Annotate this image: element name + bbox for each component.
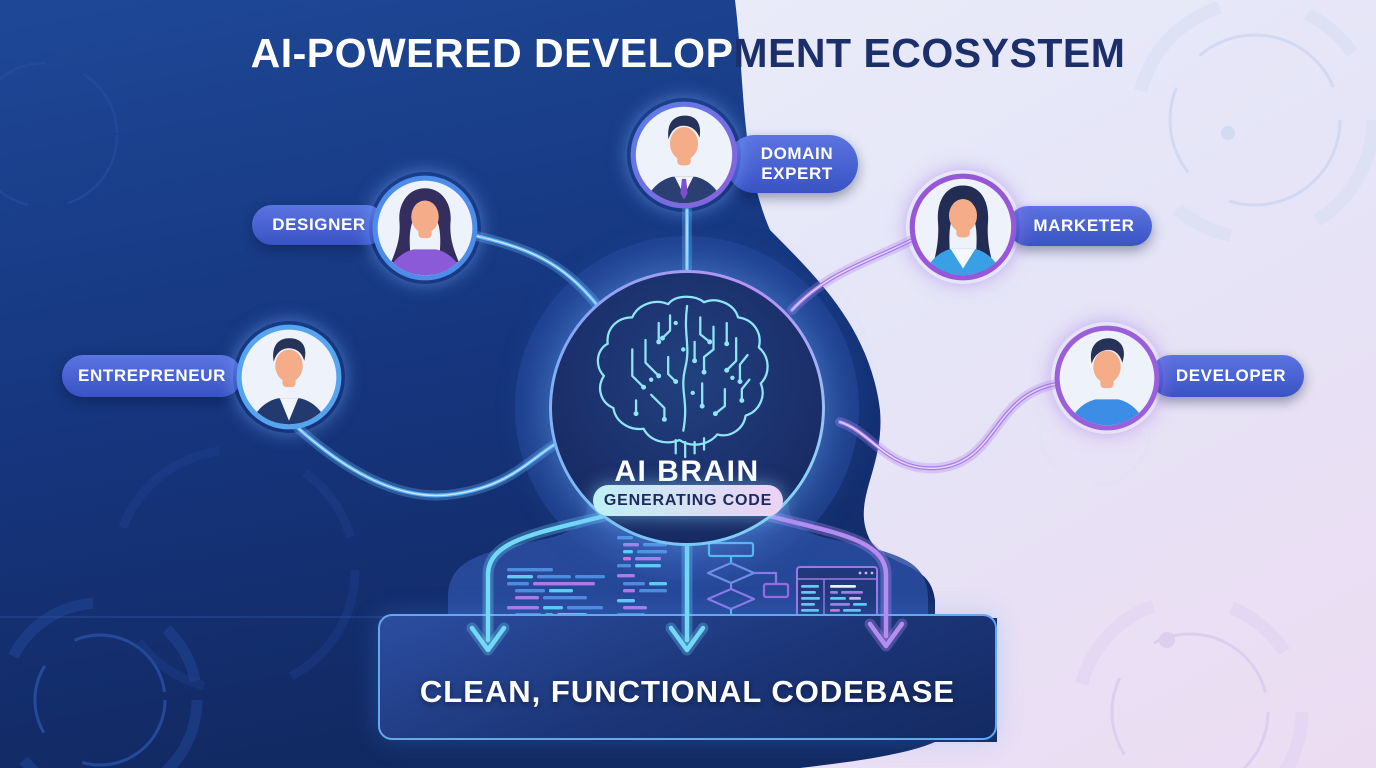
entrepreneur-avatar-icon (236, 324, 342, 430)
label-pill-domain-expert: DOMAIN EXPERT (726, 135, 858, 193)
generating-code-label: GENERATING CODE (603, 491, 773, 509)
marketer-label: MARKETER (1033, 216, 1135, 236)
domain-expert-label: DOMAIN EXPERT (760, 144, 834, 183)
entrepreneur-label: ENTREPRENEUR (78, 366, 226, 386)
page-title: AI-POWERED DEVELOPMENT ECOSYSTEM AI-POWE… (0, 30, 1376, 80)
developer-avatar-icon (1054, 325, 1160, 431)
domain-expert-avatar (627, 98, 741, 212)
marketer-avatar (906, 170, 1020, 284)
designer-label: DESIGNER (272, 215, 366, 235)
marketer-avatar-icon (909, 173, 1017, 281)
label-pill-developer: DEVELOPER (1150, 355, 1304, 397)
designer-avatar (369, 172, 481, 284)
page-title-light-layer: AI-POWERED DEVELOPMENT ECOSYSTEM (250, 30, 1126, 76)
domain-expert-avatar-icon (630, 101, 738, 209)
designer-avatar-icon (372, 175, 478, 281)
codebase-output-box: CLEAN, FUNCTIONAL CODEBASE (378, 614, 997, 740)
label-pill-designer: DESIGNER (252, 205, 386, 245)
entrepreneur-avatar (233, 321, 345, 433)
page-title-dark-layer: AI-POWERED DEVELOPMENT ECOSYSTEM (250, 30, 1126, 76)
circuit-brain-icon (596, 295, 769, 459)
label-pill-entrepreneur: ENTREPRENEUR (62, 355, 242, 397)
codebase-label: CLEAN, FUNCTIONAL CODEBASE (419, 674, 956, 709)
generating-code-badge: GENERATING CODE (593, 485, 783, 516)
ai-brain-label: AI BRAIN (614, 455, 760, 488)
developer-avatar (1051, 322, 1163, 434)
label-pill-marketer: MARKETER (1008, 206, 1152, 246)
developer-label: DEVELOPER (1175, 366, 1287, 386)
gear-pattern-dark (0, 61, 450, 768)
